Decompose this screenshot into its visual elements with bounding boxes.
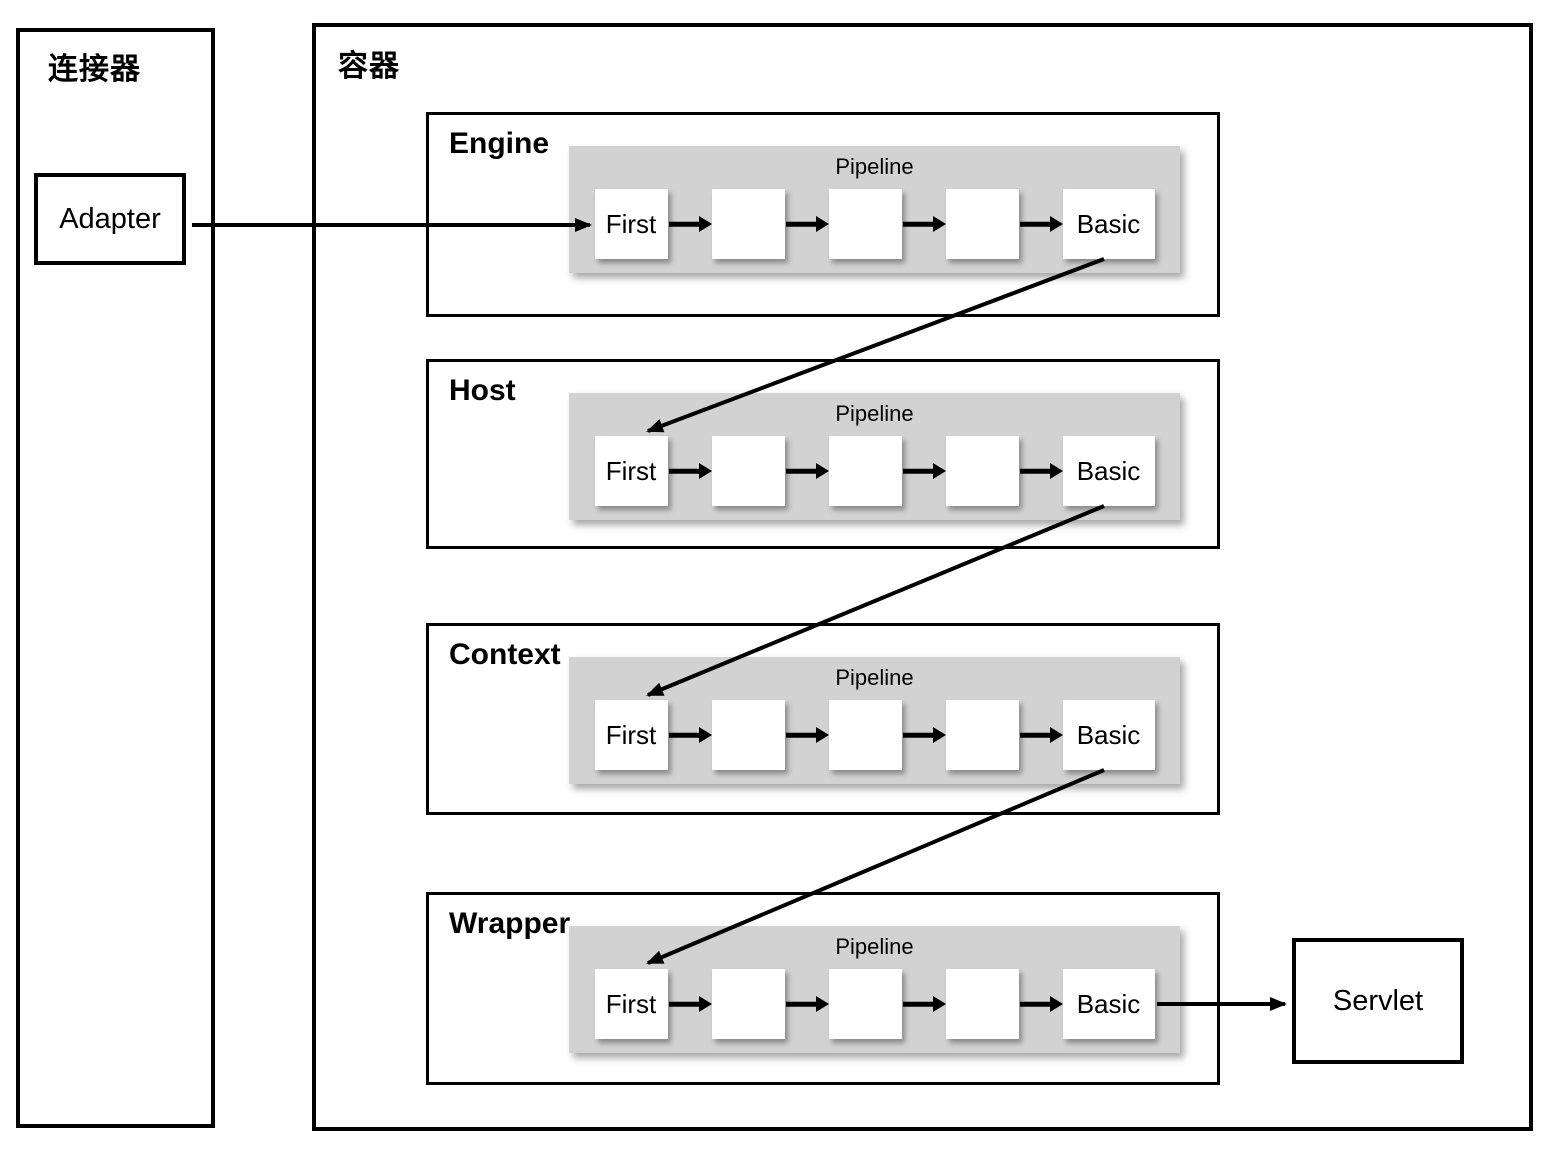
- servlet-box: Servlet: [1292, 938, 1464, 1064]
- context-box: Context Pipeline First Basic: [426, 623, 1220, 815]
- arrow-right-icon: [1019, 996, 1063, 1012]
- arrow-right-icon: [785, 996, 829, 1012]
- servlet-label: Servlet: [1332, 984, 1424, 1017]
- pipeline-label: Pipeline: [835, 665, 914, 690]
- arrow-right-icon: [902, 727, 946, 743]
- arrow-right-icon: [902, 216, 946, 232]
- arrow-right-icon: [785, 216, 829, 232]
- container-label: 容器: [338, 50, 400, 83]
- host-label: Host: [449, 374, 516, 407]
- valve-box: [711, 436, 785, 506]
- host-pipeline-box: Pipeline First Basic: [569, 393, 1180, 520]
- valve-row: First Basic: [569, 700, 1180, 770]
- valve-box: [828, 969, 902, 1039]
- arrow-right-icon: [902, 463, 946, 479]
- adapter-label: Adapter: [59, 202, 161, 235]
- context-label: Context: [449, 638, 561, 671]
- arrow-right-icon: [1019, 463, 1063, 479]
- arrow-right-icon: [785, 463, 829, 479]
- wrapper-pipeline-box: Pipeline First Basic: [569, 926, 1180, 1053]
- valve-box: [828, 700, 902, 770]
- connector-label: 连接器: [48, 53, 141, 86]
- valve-box: [711, 189, 785, 259]
- wrapper-box: Wrapper Pipeline First Basic: [426, 892, 1220, 1085]
- first-valve-box: First: [594, 969, 668, 1039]
- valve-box: [945, 969, 1019, 1039]
- arrow-right-icon: [668, 727, 712, 743]
- connector-panel: 连接器 Adapter: [16, 28, 215, 1128]
- engine-label: Engine: [449, 127, 550, 160]
- pipeline-label: Pipeline: [835, 934, 914, 959]
- first-valve-box: First: [594, 700, 668, 770]
- valve-box: [828, 436, 902, 506]
- basic-valve-box: Basic: [1062, 189, 1155, 259]
- valve-box: [945, 189, 1019, 259]
- arrow-right-icon: [668, 216, 712, 232]
- wrapper-label: Wrapper: [449, 907, 571, 940]
- arrow-right-icon: [902, 996, 946, 1012]
- pipeline-label: Pipeline: [835, 401, 914, 426]
- valve-box: [828, 189, 902, 259]
- arrow-right-icon: [668, 996, 712, 1012]
- first-valve-box: First: [594, 189, 668, 259]
- first-valve-box: First: [594, 436, 668, 506]
- arrow-right-icon: [668, 463, 712, 479]
- valve-row: First Basic: [569, 189, 1180, 259]
- basic-valve-box: Basic: [1062, 436, 1155, 506]
- context-pipeline-box: Pipeline First Basic: [569, 657, 1180, 784]
- arrow-right-icon: [785, 727, 829, 743]
- valve-row: First Basic: [569, 436, 1180, 506]
- arrow-right-icon: [1019, 216, 1063, 232]
- engine-box: Engine Pipeline First Basic: [426, 112, 1220, 317]
- valve-box: [711, 969, 785, 1039]
- basic-valve-box: Basic: [1062, 700, 1155, 770]
- engine-pipeline-box: Pipeline First Basic: [569, 146, 1180, 273]
- valve-box: [711, 700, 785, 770]
- pipeline-label: Pipeline: [835, 154, 914, 179]
- arrow-right-icon: [1019, 727, 1063, 743]
- host-box: Host Pipeline First Basic: [426, 359, 1220, 549]
- valve-box: [945, 436, 1019, 506]
- valve-row: First Basic: [569, 969, 1180, 1039]
- adapter-box: Adapter: [34, 173, 186, 265]
- valve-box: [945, 700, 1019, 770]
- basic-valve-box: Basic: [1062, 969, 1155, 1039]
